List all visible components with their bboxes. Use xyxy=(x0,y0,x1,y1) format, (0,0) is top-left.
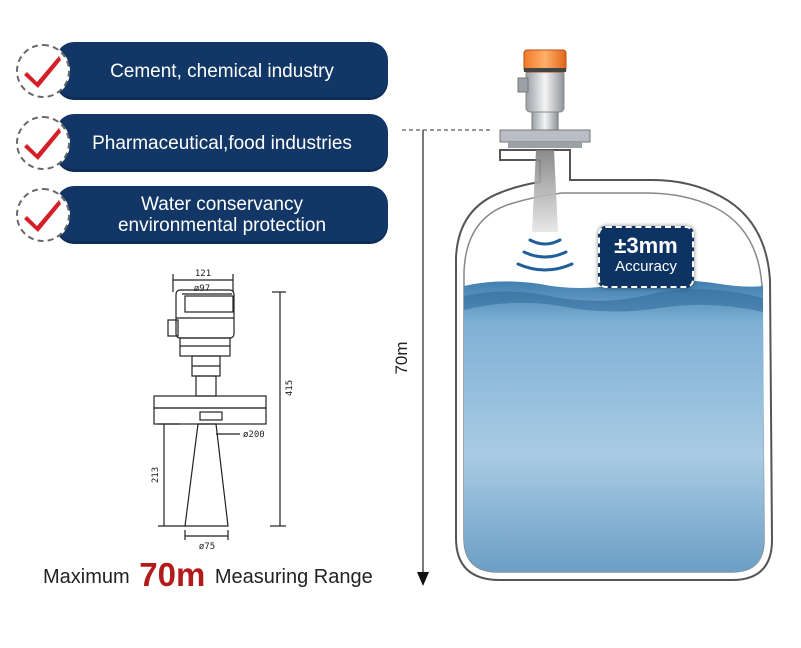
dim-height-total: 415 xyxy=(285,380,295,396)
caption-prefix: Maximum xyxy=(43,566,130,588)
dim-head-dia: ø97 xyxy=(194,284,210,294)
check-icon xyxy=(16,188,70,242)
check-icon xyxy=(16,44,70,98)
accuracy-badge: ±3mm Accuracy xyxy=(598,226,694,288)
range-caption: Maximum 70m Measuring Range xyxy=(43,556,373,594)
dimension-drawing: 121 ø97 415 ø200 213 ø75 xyxy=(151,269,295,552)
caption-highlight: 70m xyxy=(139,556,206,593)
application-label: Cement, chemical industry xyxy=(110,60,334,82)
application-label: Pharmaceutical,food industries xyxy=(92,132,352,154)
application-pill: Water conservancy environmental protecti… xyxy=(56,186,388,244)
check-icon xyxy=(16,116,70,170)
dim-flange-dia: ø200 xyxy=(243,430,265,440)
application-label: Water conservancy environmental protecti… xyxy=(117,194,327,236)
accuracy-label: Accuracy xyxy=(615,258,677,275)
application-pill: Pharmaceutical,food industries xyxy=(56,114,388,172)
application-pill: Cement, chemical industry xyxy=(56,42,388,100)
radar-wave-icon xyxy=(516,238,574,272)
tank-illustration xyxy=(402,49,774,586)
dim-width-top: 121 xyxy=(195,269,211,279)
application-item-pharma: Pharmaceutical,food industries xyxy=(16,114,388,174)
range-label: 70m xyxy=(392,341,411,375)
water xyxy=(464,280,764,572)
dim-horn-height: 213 xyxy=(151,467,161,483)
sensor-icon xyxy=(517,49,567,113)
caption-suffix: Measuring Range xyxy=(214,566,373,588)
dim-horn-dia: ø75 xyxy=(199,542,215,552)
accuracy-value: ±3mm xyxy=(614,233,678,258)
application-item-cement: Cement, chemical industry xyxy=(16,42,388,102)
application-item-water: Water conservancy environmental protecti… xyxy=(16,186,388,246)
